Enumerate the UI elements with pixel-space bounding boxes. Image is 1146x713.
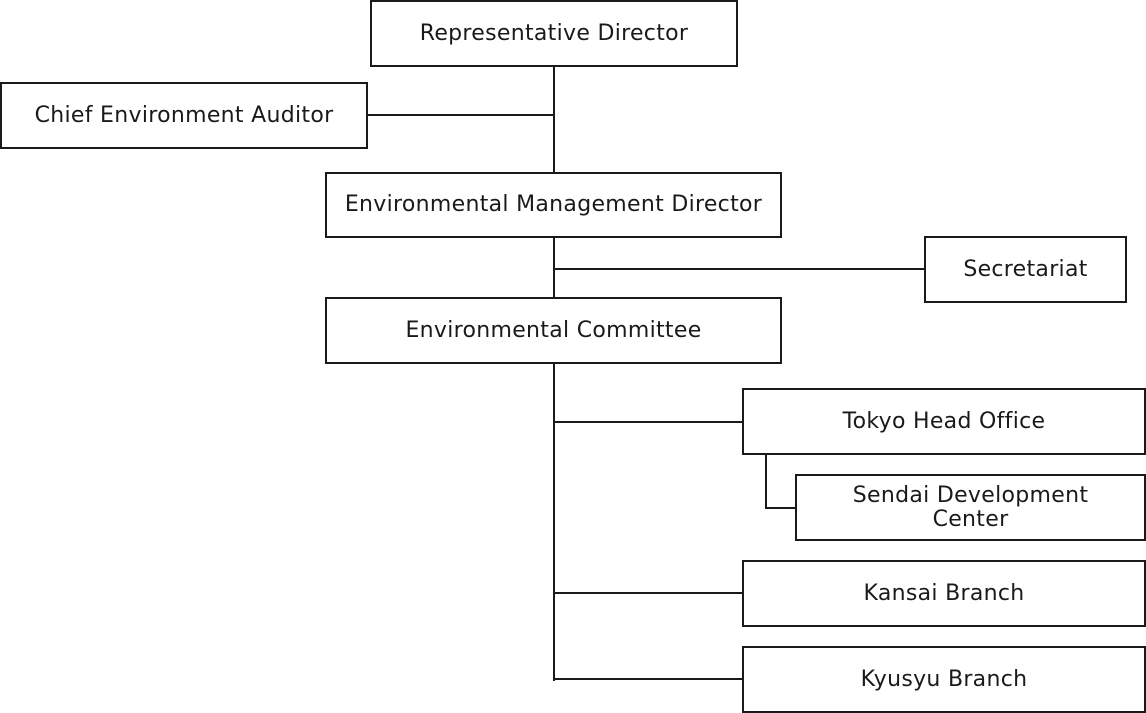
connector-tokyo-to-sendai-vertical: [765, 453, 767, 509]
kansai-branch-box: Kansai Branch: [742, 560, 1146, 627]
environmental-committee-box: Environmental Committee: [325, 297, 782, 364]
representative-director-box: Representative Director: [370, 0, 738, 67]
sendai-development-center-label: Sendai Development Center: [852, 482, 1089, 532]
kyusyu-branch-label: Kyusyu Branch: [860, 666, 1028, 692]
connector-tokyo: [553, 421, 744, 423]
environmental-committee-label: Environmental Committee: [405, 317, 702, 343]
secretariat-label: Secretariat: [963, 256, 1088, 282]
connector-director-to-emd: [553, 66, 555, 174]
sendai-development-center-box: Sendai Development Center: [795, 474, 1146, 541]
connector-committee-trunk: [553, 362, 555, 681]
environmental-management-director-box: Environmental Management Director: [325, 172, 782, 238]
chief-environment-auditor-label: Chief Environment Auditor: [34, 102, 334, 128]
connector-tokyo-to-sendai-horizontal: [765, 507, 797, 509]
tokyo-head-office-label: Tokyo Head Office: [842, 408, 1046, 434]
kyusyu-branch-box: Kyusyu Branch: [742, 646, 1146, 713]
representative-director-label: Representative Director: [419, 20, 689, 46]
secretariat-box: Secretariat: [924, 236, 1127, 303]
chief-environment-auditor-box: Chief Environment Auditor: [0, 82, 368, 149]
connector-auditor: [367, 114, 555, 116]
connector-kansai: [553, 592, 744, 594]
kansai-branch-label: Kansai Branch: [863, 580, 1025, 606]
connector-secretariat: [553, 268, 926, 270]
tokyo-head-office-box: Tokyo Head Office: [742, 388, 1146, 455]
connector-kyusyu: [553, 678, 744, 680]
environmental-management-director-label: Environmental Management Director: [344, 192, 763, 217]
